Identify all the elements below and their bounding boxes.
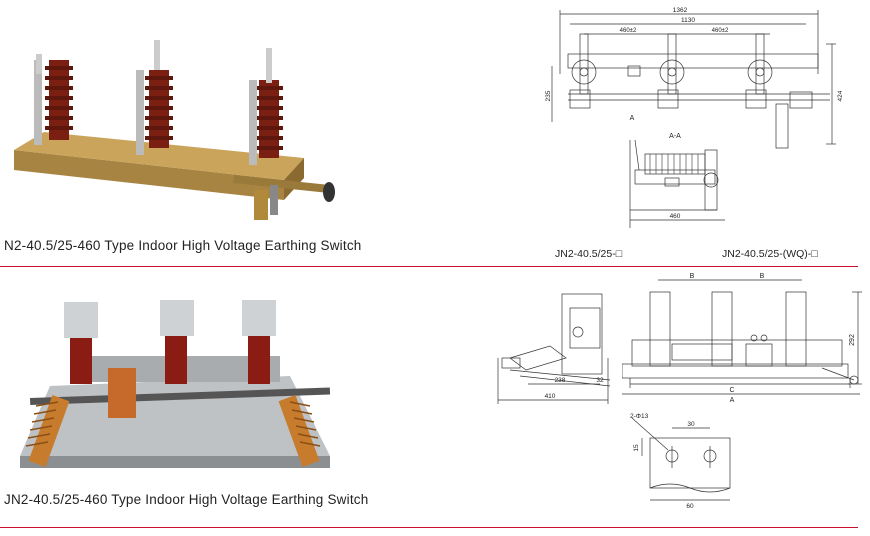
dim-hole-pitch: 30: [687, 421, 695, 428]
dim-pitch-left: 460±2: [620, 28, 637, 34]
section-divider-2: [0, 527, 858, 528]
product-caption-1: N2-40.5/25-460 Type Indoor High Voltage …: [4, 238, 362, 253]
dim-c: C: [729, 387, 734, 394]
dim-height-left: 235: [545, 90, 552, 101]
dim-hole-offset: 15: [633, 444, 640, 452]
dim-height-292: 292: [849, 334, 856, 346]
technical-drawing-section-view: 460: [629, 140, 725, 228]
section-marker: A: [630, 115, 635, 122]
section-divider-1: [0, 266, 858, 267]
dim-hole-label: 2-Φ13: [630, 413, 649, 420]
dim-32: 32: [596, 377, 604, 384]
dim-plate-width: 60: [686, 503, 694, 510]
dim-inner-width: 1130: [681, 17, 695, 24]
dim-b-right: B: [760, 273, 765, 280]
dim-b-left: B: [690, 273, 695, 280]
product-photo-1: [14, 40, 335, 220]
dim-total-width: 1362: [673, 7, 688, 14]
dim-height-right: 424: [837, 90, 844, 101]
dim-410: 410: [545, 393, 556, 400]
section-title: A-A: [669, 133, 681, 140]
model-label-wq: JN2-40.5/25-(WQ)-□: [722, 248, 818, 260]
product-caption-2: JN2-40.5/25-460 Type Indoor High Voltage…: [4, 492, 369, 507]
product-photo-2: [20, 300, 331, 468]
dim-pitch-right: 460±2: [712, 28, 729, 34]
dim-a: A: [730, 397, 735, 404]
dim-section-width: 460: [670, 213, 681, 220]
technical-drawing-side-view: 238 32 410: [497, 293, 611, 404]
technical-drawing-hole-detail: 2-Φ13 30 15 60: [630, 413, 731, 510]
technical-drawing-front-view-2: B B 292 C A: [622, 273, 862, 404]
technical-drawing-front-view: 1362 1130 460±2 460±2 235 424 A A-A: [545, 7, 844, 149]
dim-238: 238: [555, 377, 566, 384]
model-label-standard: JN2-40.5/25-□: [555, 248, 623, 260]
